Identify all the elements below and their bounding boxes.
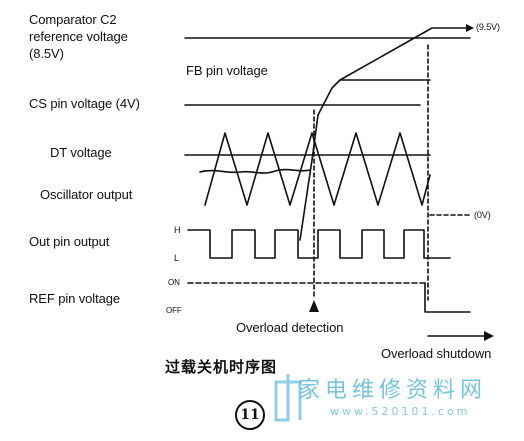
comparator-label-line3: (8.5V) [29, 46, 64, 61]
fb-pin-voltage-trace [299, 27, 433, 241]
watermark-text: 家电维修资料网 [298, 378, 488, 403]
out-pin-label: Out pin output [29, 234, 110, 249]
zero-value-label: (0V) [474, 210, 491, 220]
watermark-url: www.520101.com [330, 405, 471, 418]
ref-pin-drop-trace [424, 282, 471, 313]
oscillator-triangle-wave [204, 132, 431, 206]
low-level-label: L [174, 253, 179, 263]
high-level-label: H [174, 225, 181, 235]
off-level-label: OFF [166, 306, 182, 315]
figure-number-badge: 11 [235, 400, 265, 430]
overload-shutdown-label: Overload shutdown [381, 346, 492, 361]
fb-pin-label: FB pin voltage [186, 63, 268, 78]
cs-pin-label: CS pin voltage (4V) [29, 96, 140, 111]
ref-value-label: (9.5V) [476, 22, 500, 32]
watermark-logo-icon [274, 374, 302, 422]
ref-arrow-icon [466, 24, 474, 32]
dt-voltage-label: DT voltage [50, 145, 112, 160]
on-level-label: ON [168, 278, 180, 287]
figure-caption: 过载关机时序图 [165, 358, 278, 376]
dt-wiggle-trace [199, 168, 311, 174]
comparator-label-line1: Comparator C2 [29, 12, 117, 27]
ref-pin-label: REF pin voltage [29, 291, 120, 306]
comparator-label-line2: reference voltage [29, 29, 128, 44]
overload-detection-label: Overload detection [236, 320, 344, 335]
triangle-up-icon [309, 300, 319, 312]
out-pin-square-wave [187, 229, 429, 259]
arrow-right-icon [484, 331, 494, 341]
oscillator-label: Oscillator output [40, 187, 133, 202]
